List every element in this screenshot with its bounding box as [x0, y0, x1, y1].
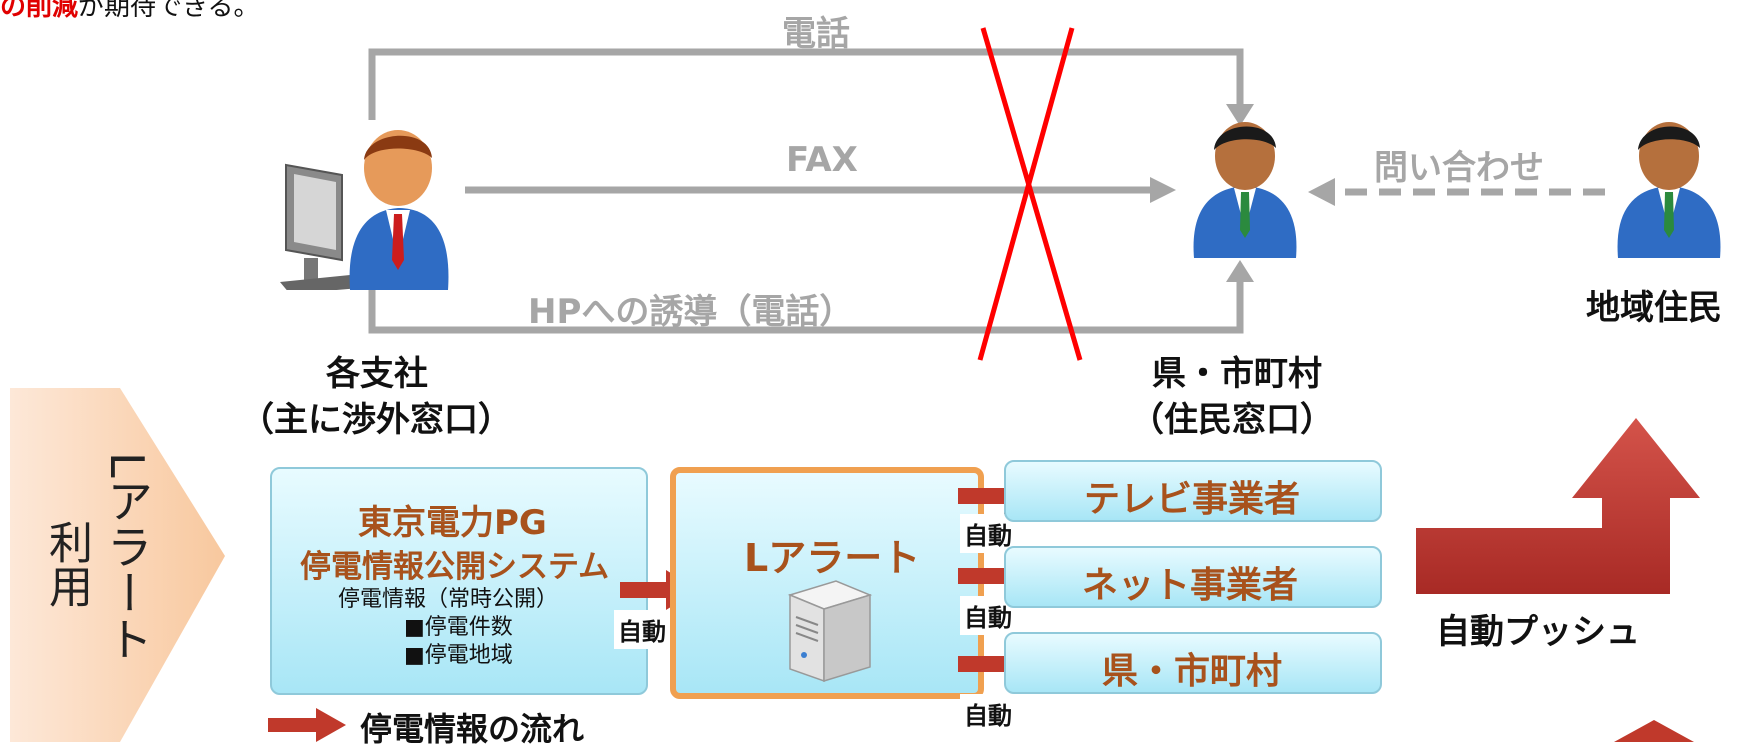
branch-label-line1: 各支社: [326, 354, 428, 394]
branch-label-line2: （主に渉外窓口）: [240, 400, 512, 440]
phone-path-arrowhead: [1226, 104, 1254, 126]
system-box: 東京電力PG 停電情報公開システム 停電情報（常時公開） ■停電件数 ■停電地域: [270, 467, 648, 695]
hp-path-arrowhead: [1226, 260, 1254, 282]
hp-label: HPへの誘導（電話）: [528, 292, 854, 332]
municipality-label-line2: （住民窓口）: [1130, 400, 1334, 440]
l-alert-usage-chevron: [10, 388, 225, 742]
bottom-right-arrow-fragment: [1614, 720, 1694, 742]
legend-arrow: [268, 708, 346, 742]
destination-tv-label: テレビ事業者: [1084, 479, 1301, 520]
l-alert-usage-col1: Lアラート: [100, 452, 154, 662]
fax-path-arrowhead: [1150, 177, 1176, 203]
red-cross-line-2: [977, 27, 1075, 361]
phone-label: 電話: [782, 14, 850, 54]
top-caption: の削減が期待できる。: [0, 0, 260, 23]
destination-net-label: ネット事業者: [1082, 565, 1299, 606]
resident-person-icon: [1617, 122, 1721, 258]
l-alert-box: Lアラート: [670, 467, 984, 699]
municipality-label-line1: 県・市町村: [1152, 354, 1322, 394]
branch-person-icon: [280, 130, 449, 290]
inquiry-label: 問い合わせ: [1374, 148, 1544, 188]
residents-label: 地域住民: [1586, 288, 1722, 328]
auto-label-net: 自動: [960, 596, 1016, 635]
phone-path-line: [368, 48, 1244, 120]
destination-box-tv: テレビ事業者: [1004, 460, 1382, 522]
auto-label-tv: 自動: [960, 514, 1016, 553]
system-item-1: ■停電件数: [404, 615, 513, 640]
top-caption-red: の削減: [0, 0, 79, 22]
legend-label: 停電情報の流れ: [360, 710, 585, 748]
inquiry-path-arrowhead: [1308, 178, 1335, 206]
fax-label: FAX: [786, 140, 858, 180]
server-icon: [787, 580, 873, 683]
municipality-person-icon: [1193, 122, 1297, 258]
system-title-1: 東京電力PG: [358, 503, 547, 543]
red-cross-line-1: [980, 27, 1083, 361]
l-alert-title: Lアラート: [744, 536, 921, 580]
system-item-2: ■停電地域: [404, 643, 513, 668]
auto-push-label: 自動プッシュ: [1436, 612, 1640, 652]
auto-push-arrow: [1416, 418, 1700, 594]
system-line-1: 停電情報（常時公開）: [338, 587, 559, 612]
hp-path-line: [368, 272, 1244, 334]
auto-label-municipality: 自動: [960, 694, 1016, 733]
auto-label-1: 自動: [614, 610, 670, 649]
l-alert-usage-col2: 利用: [41, 520, 92, 608]
destination-municipality-label: 県・市町村: [1102, 651, 1283, 692]
destination-box-municipality: 県・市町村: [1004, 632, 1382, 694]
system-title-2: 停電情報公開システム: [300, 549, 610, 585]
top-caption-rest: が期待できる。: [78, 0, 260, 22]
destination-box-net: ネット事業者: [1004, 546, 1382, 608]
